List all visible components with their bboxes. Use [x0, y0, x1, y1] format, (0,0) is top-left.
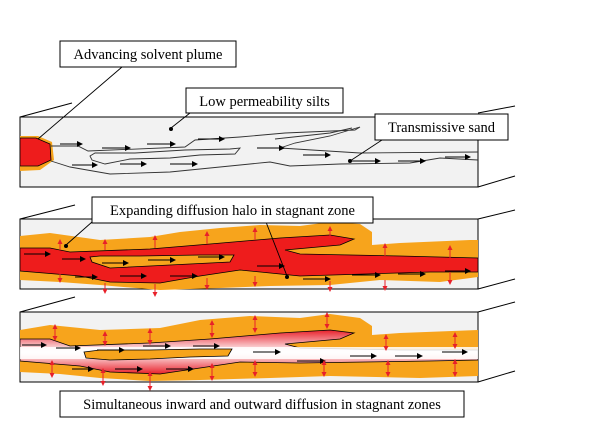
flow-arrows: [60, 136, 471, 168]
flow-arrows: [22, 342, 468, 372]
label-transmissive-sand: Transmissive sand: [374, 113, 509, 141]
red-plume: [19, 234, 479, 284]
flow-arrows: [24, 251, 471, 282]
label-text: Expanding diffusion halo in stagnant zon…: [110, 203, 355, 219]
orange-halo-upper: [20, 314, 478, 352]
label-expanding-diffusion-halo: Expanding diffusion halo in stagnant zon…: [91, 196, 374, 224]
label-text: Low permeability silts: [199, 94, 330, 110]
plume-core: [19, 137, 52, 167]
label-advancing-solvent-plume: Advancing solvent plume: [59, 40, 237, 68]
label-text: Simultaneous inward and outward diffusio…: [83, 397, 441, 413]
panel-simultaneous-diffusion: [19, 296, 516, 391]
leader-dots: [64, 127, 352, 279]
leader-lines: [37, 66, 383, 277]
label-low-permeability-silts: Low permeability silts: [185, 87, 344, 114]
label-text: Transmissive sand: [388, 120, 496, 136]
diffusion-arrows: [49, 312, 458, 391]
diffusion-arrows: [57, 226, 453, 297]
panel-diffusion-halo: [19, 204, 516, 297]
label-simultaneous-diffusion: Simultaneous inward and outward diffusio…: [59, 390, 465, 418]
label-text: Advancing solvent plume: [73, 47, 222, 63]
